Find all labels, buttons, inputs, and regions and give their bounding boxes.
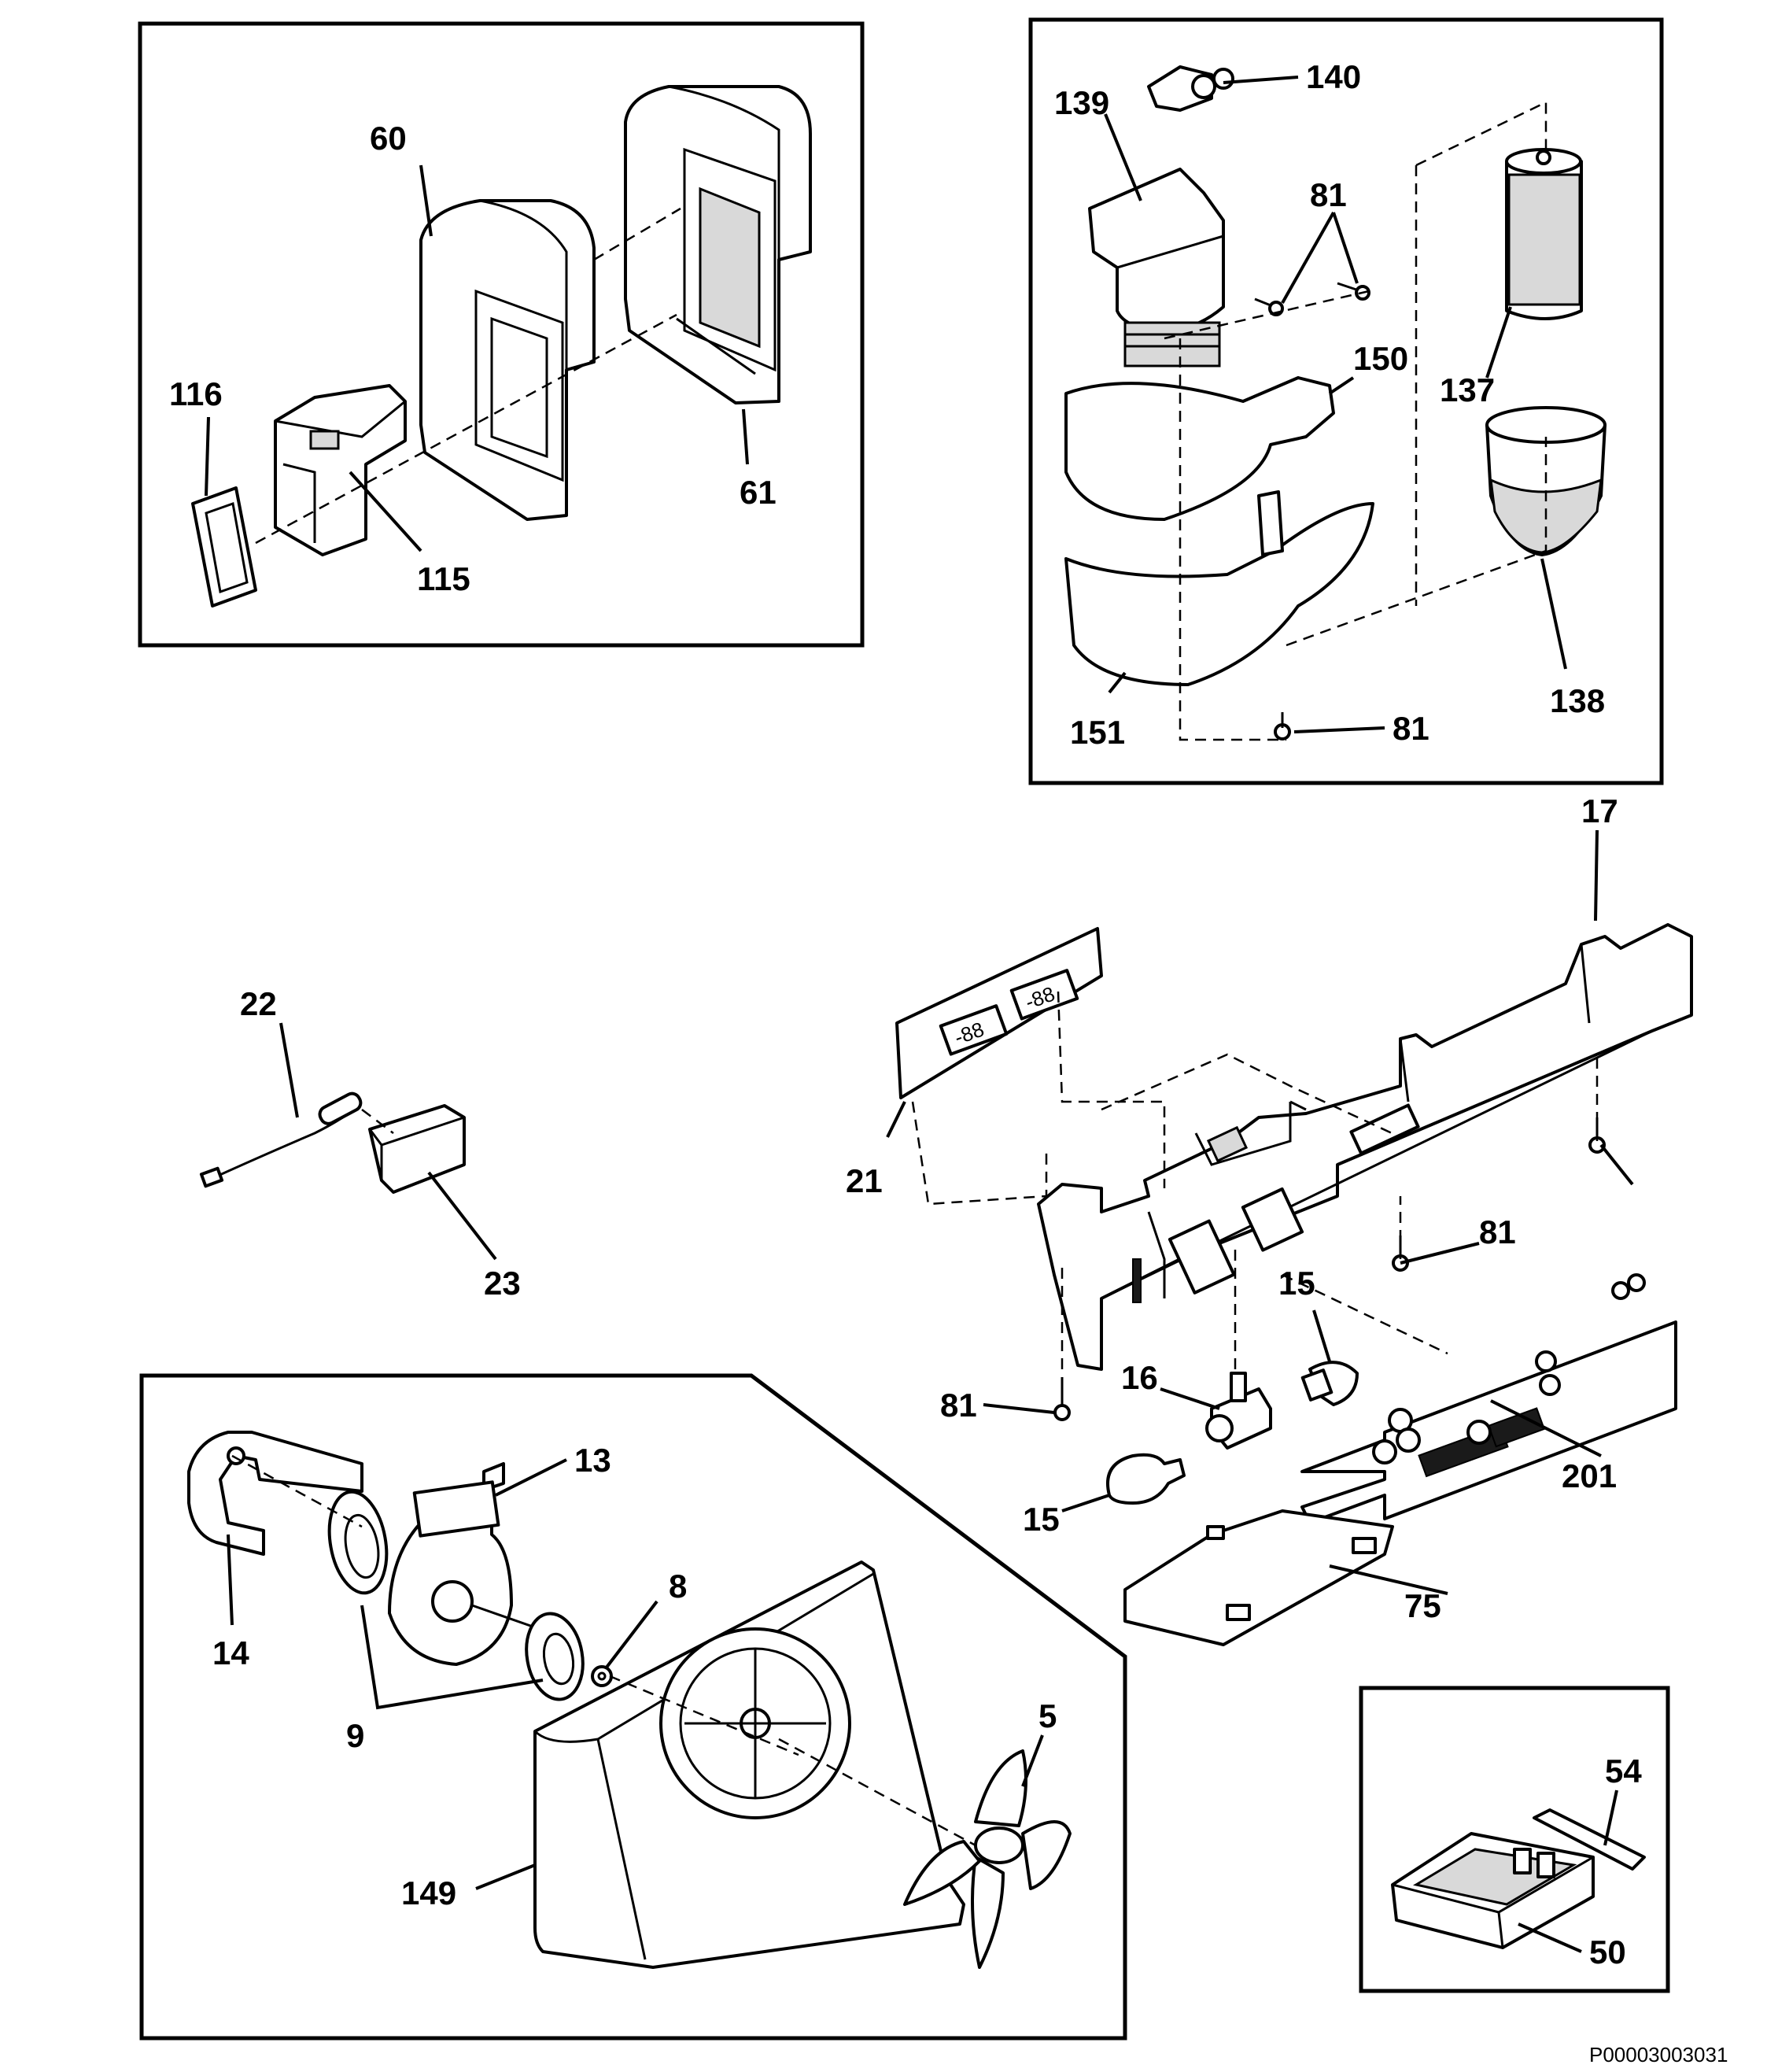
part-150-upper-shroud bbox=[1064, 376, 1335, 521]
callout-54: 54 bbox=[1605, 1753, 1642, 1789]
part-54-bracket bbox=[1533, 1808, 1646, 1871]
callout-116: 116 bbox=[169, 375, 223, 412]
part-138-filter-bowl bbox=[1485, 406, 1607, 556]
part-75-shield bbox=[1123, 1509, 1394, 1646]
part-16-lamp-socket bbox=[1205, 1372, 1272, 1450]
part-201-control-panel-overlay bbox=[1300, 1273, 1677, 1524]
callout-8: 8 bbox=[669, 1568, 687, 1605]
part-23-sensor-cover bbox=[368, 1104, 466, 1194]
frame-bottom-left bbox=[139, 1373, 1127, 2041]
part-137-filter-cartridge bbox=[1505, 148, 1583, 320]
callout-138: 138 bbox=[1550, 682, 1605, 719]
part-21-display-board: -88 -88 bbox=[895, 927, 1103, 1099]
callout-139: 139 bbox=[1054, 84, 1109, 121]
part-8-washer bbox=[591, 1665, 613, 1687]
part-116-gasket bbox=[191, 486, 257, 608]
part-14-motor-bracket bbox=[187, 1431, 363, 1556]
frame-top-left bbox=[138, 21, 865, 648]
callout-17: 17 bbox=[1581, 792, 1618, 829]
part-9-damper-rear bbox=[525, 1612, 585, 1701]
callout-81-filter-bottom: 81 bbox=[1393, 710, 1429, 747]
callout-13: 13 bbox=[574, 1442, 611, 1479]
callout-81-housing-left: 81 bbox=[940, 1387, 977, 1424]
callout-61: 61 bbox=[740, 474, 777, 511]
callout-115: 115 bbox=[417, 560, 470, 597]
part-139-filter-head bbox=[1088, 168, 1225, 367]
part-61-outer-cover bbox=[624, 85, 812, 404]
callout-60: 60 bbox=[370, 120, 407, 157]
callout-21: 21 bbox=[846, 1162, 883, 1199]
part-115-control-box bbox=[274, 384, 407, 556]
image-code: P00003003031 bbox=[1589, 2043, 1728, 2066]
frame-bottom-right bbox=[1359, 1686, 1670, 1993]
callout-201: 201 bbox=[1562, 1457, 1617, 1494]
callout-50: 50 bbox=[1589, 1933, 1626, 1970]
callout-75: 75 bbox=[1404, 1587, 1441, 1624]
part-149-fan-shroud bbox=[533, 1560, 965, 1969]
callout-15-left: 15 bbox=[1023, 1501, 1060, 1538]
part-81-screw-b bbox=[1274, 712, 1291, 741]
part-50-tray bbox=[1391, 1832, 1595, 1949]
part-140-elbow-fitting bbox=[1147, 65, 1234, 112]
callout-140: 140 bbox=[1306, 58, 1361, 95]
callout-15-right: 15 bbox=[1278, 1265, 1315, 1302]
part-15-bulb-right bbox=[1300, 1361, 1359, 1406]
callout-81-filter-top: 81 bbox=[1310, 176, 1347, 213]
callout-137: 137 bbox=[1440, 371, 1495, 408]
callout-5: 5 bbox=[1038, 1697, 1057, 1734]
part-13-fan-motor bbox=[388, 1462, 551, 1666]
part-9-damper-front bbox=[327, 1490, 389, 1595]
callout-9: 9 bbox=[346, 1717, 364, 1754]
callout-16: 16 bbox=[1121, 1359, 1158, 1396]
callout-23: 23 bbox=[484, 1265, 521, 1302]
part-60-inner-cover bbox=[419, 199, 596, 521]
part-151-lower-shroud bbox=[1064, 490, 1374, 686]
part-5-fan-blade bbox=[903, 1749, 1072, 1969]
callout-22: 22 bbox=[240, 985, 277, 1022]
callout-14: 14 bbox=[212, 1634, 249, 1671]
part-22-sensor-wire bbox=[199, 1091, 363, 1188]
part-81-screw-d bbox=[1053, 1377, 1071, 1421]
part-15-bulb-left bbox=[1106, 1453, 1186, 1505]
callout-149: 149 bbox=[401, 1874, 456, 1911]
callout-150: 150 bbox=[1353, 340, 1408, 377]
callout-151: 151 bbox=[1070, 714, 1125, 751]
callout-81-housing-right: 81 bbox=[1479, 1213, 1516, 1250]
frame-top-right bbox=[1028, 17, 1664, 785]
